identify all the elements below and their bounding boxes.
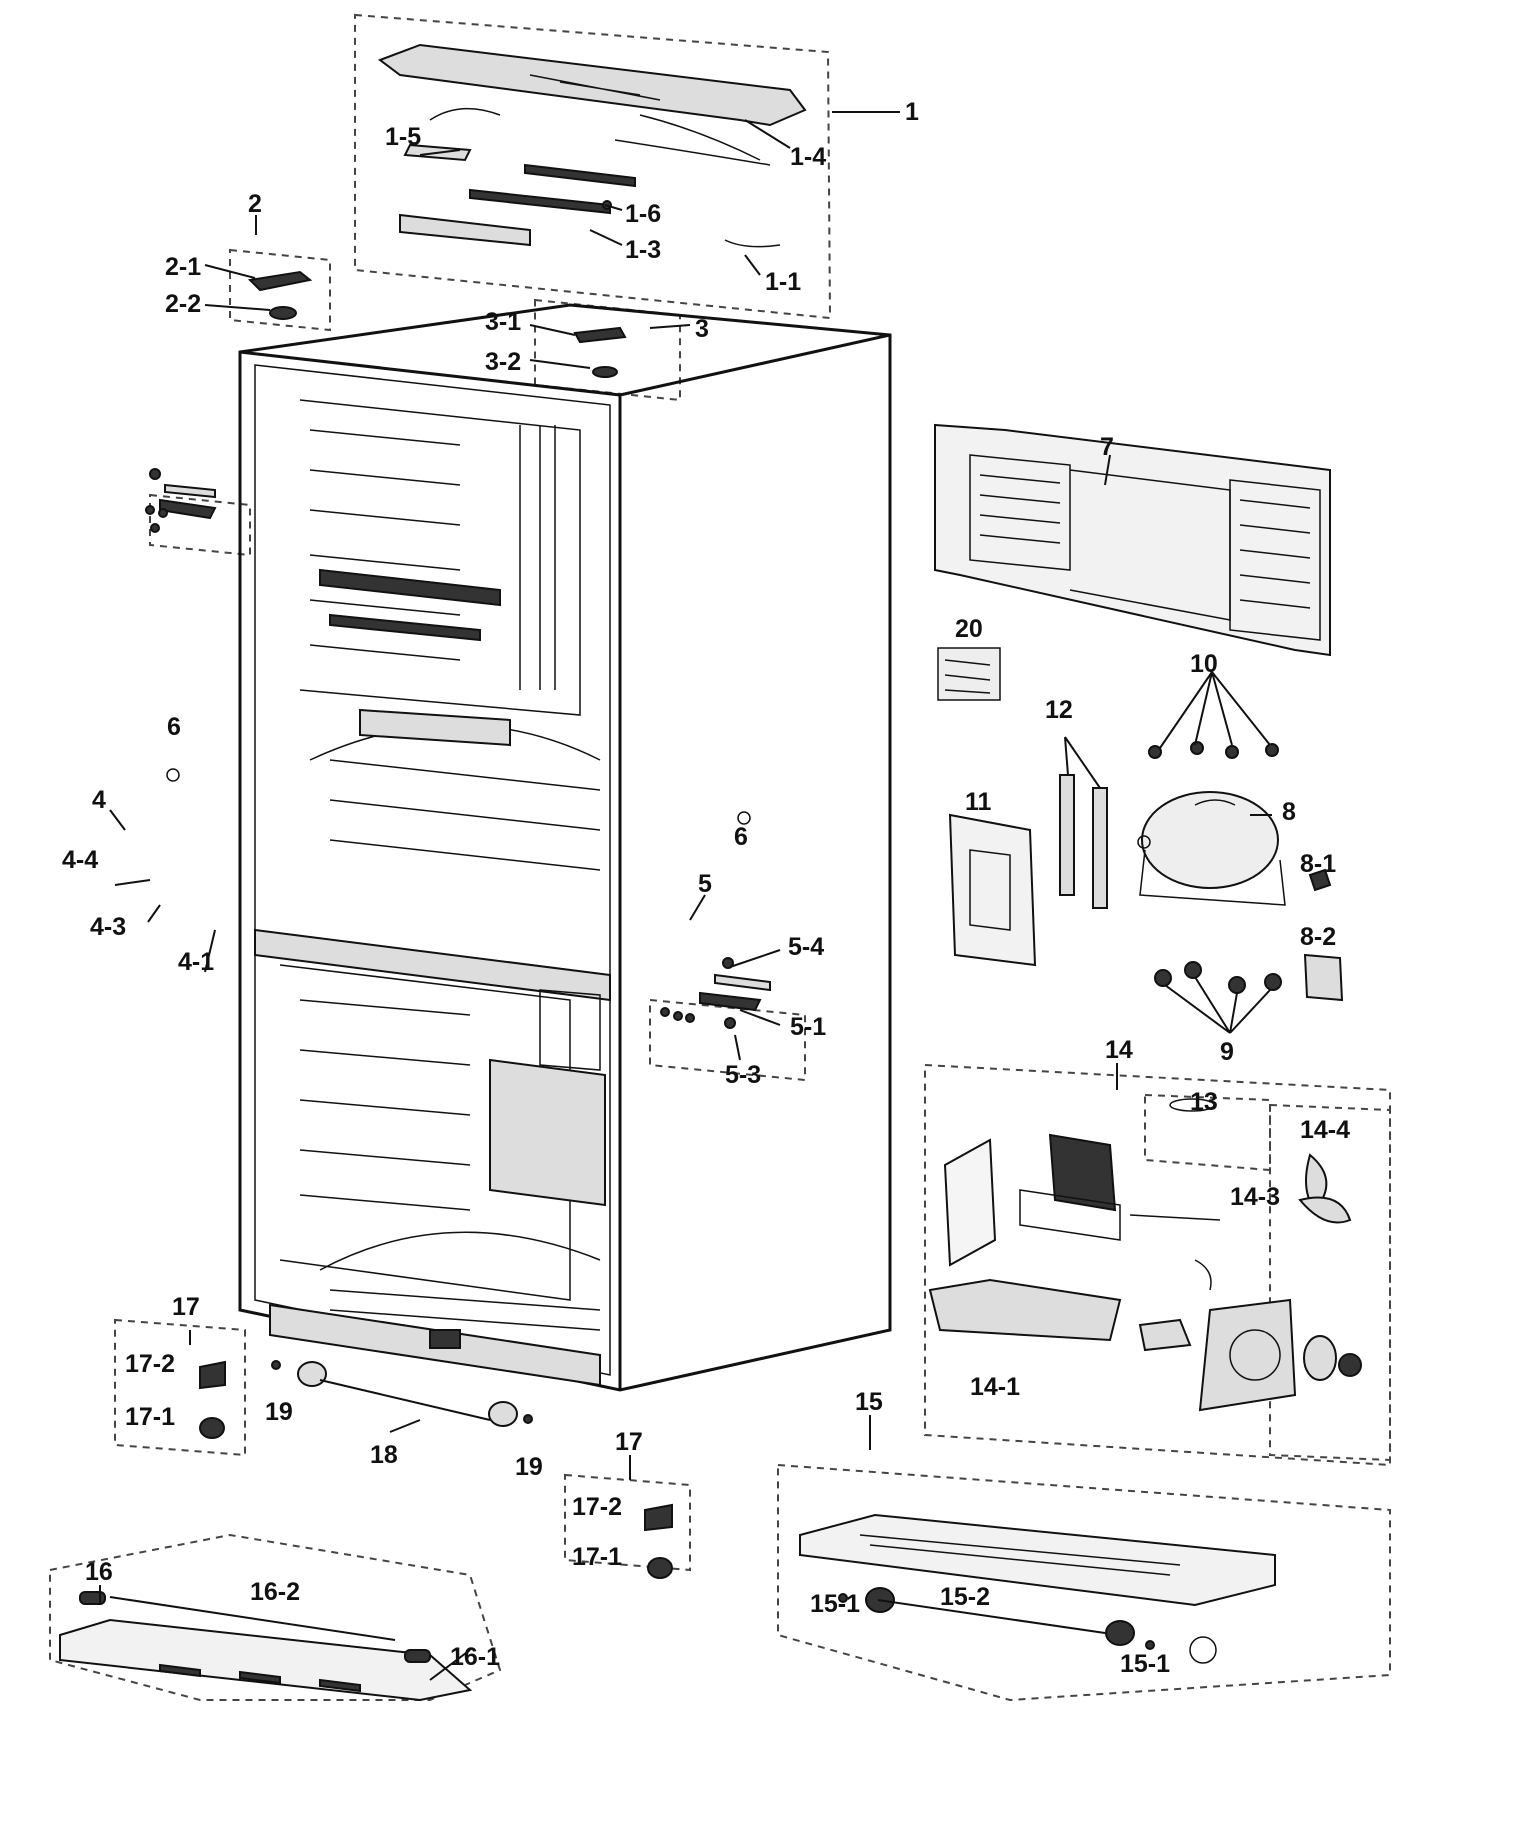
refrigerator-cabinet [238, 303, 892, 1392]
label-17-2-left: 17-2 [125, 1350, 175, 1378]
label-15-1-right: 15-1 [1120, 1650, 1170, 1678]
label-20: 20 [955, 615, 983, 643]
label-12: 12 [1045, 696, 1073, 724]
label-13: 13 [1190, 1088, 1218, 1116]
label-3-2: 3-2 [485, 348, 521, 376]
label-2: 2 [248, 190, 262, 218]
label-16-1: 16-1 [450, 1643, 500, 1671]
label-1-4: 1-4 [790, 143, 826, 171]
label-9: 9 [1220, 1038, 1234, 1066]
label-17-1-right: 17-1 [572, 1543, 622, 1571]
label-8: 8 [1282, 798, 1296, 826]
label-1-1: 1-1 [765, 268, 801, 296]
label-14-1: 14-1 [970, 1373, 1020, 1401]
feet-and-rollers [199, 1360, 673, 1579]
label-19-left: 19 [265, 1398, 293, 1426]
label-8-2: 8-2 [1300, 923, 1336, 951]
label-19-right: 19 [515, 1453, 543, 1481]
leader-lines [99, 111, 1272, 1681]
label-6-left: 6 [167, 713, 181, 741]
top-hinges [247, 270, 627, 378]
label-5: 5 [698, 870, 712, 898]
label-17-left: 17 [172, 1293, 200, 1321]
label-5-3: 5-3 [725, 1061, 761, 1089]
pcb-relay [937, 647, 1001, 701]
label-1-3: 1-3 [625, 236, 661, 264]
label-16-2: 16-2 [250, 1578, 300, 1606]
label-15-2: 15-2 [940, 1583, 990, 1611]
label-17-right: 17 [615, 1428, 643, 1456]
label-4: 4 [92, 786, 106, 814]
label-10: 10 [1190, 650, 1218, 678]
label-14-4: 14-4 [1300, 1116, 1350, 1144]
label-5-1: 5-1 [790, 1013, 826, 1041]
front-grille [59, 1591, 473, 1702]
label-1-6: 1-6 [625, 200, 661, 228]
label-3-1: 3-1 [485, 308, 521, 336]
label-17-2-right: 17-2 [572, 1493, 622, 1521]
label-8-1: 8-1 [1300, 850, 1336, 878]
label-3: 3 [695, 315, 709, 343]
part-labels: 1 1-4 1-5 1-6 1-3 1-1 2 2-1 2-2 3-1 3-2 … [62, 98, 1350, 1678]
back-cover [934, 423, 1331, 657]
label-4-3: 4-3 [90, 913, 126, 941]
label-14-3: 14-3 [1230, 1183, 1280, 1211]
top-cover-assembly [377, 43, 807, 248]
label-4-1: 4-1 [178, 948, 214, 976]
label-11: 11 [965, 788, 992, 816]
condenser-assembly [928, 1098, 1362, 1412]
label-7: 7 [1100, 433, 1114, 461]
drier-tubes [1059, 774, 1108, 909]
base-plate [799, 1513, 1276, 1664]
label-1: 1 [905, 98, 919, 126]
label-1-5: 1-5 [385, 123, 421, 151]
label-15: 15 [855, 1388, 883, 1416]
middle-hinge-left [145, 468, 217, 782]
label-2-2: 2-2 [165, 290, 201, 318]
label-16: 16 [85, 1558, 113, 1586]
compressor [1137, 741, 1344, 1002]
compressor-cover [948, 813, 1037, 967]
label-5-4: 5-4 [788, 933, 824, 961]
label-6-right: 6 [734, 823, 748, 851]
label-2-1: 2-1 [165, 253, 201, 281]
label-14: 14 [1105, 1036, 1133, 1064]
label-4-4: 4-4 [62, 846, 98, 874]
label-18: 18 [370, 1441, 398, 1469]
label-17-1-left: 17-1 [125, 1403, 175, 1431]
label-15-1-left: 15-1 [810, 1590, 860, 1618]
middle-hinge-right [660, 811, 771, 1029]
